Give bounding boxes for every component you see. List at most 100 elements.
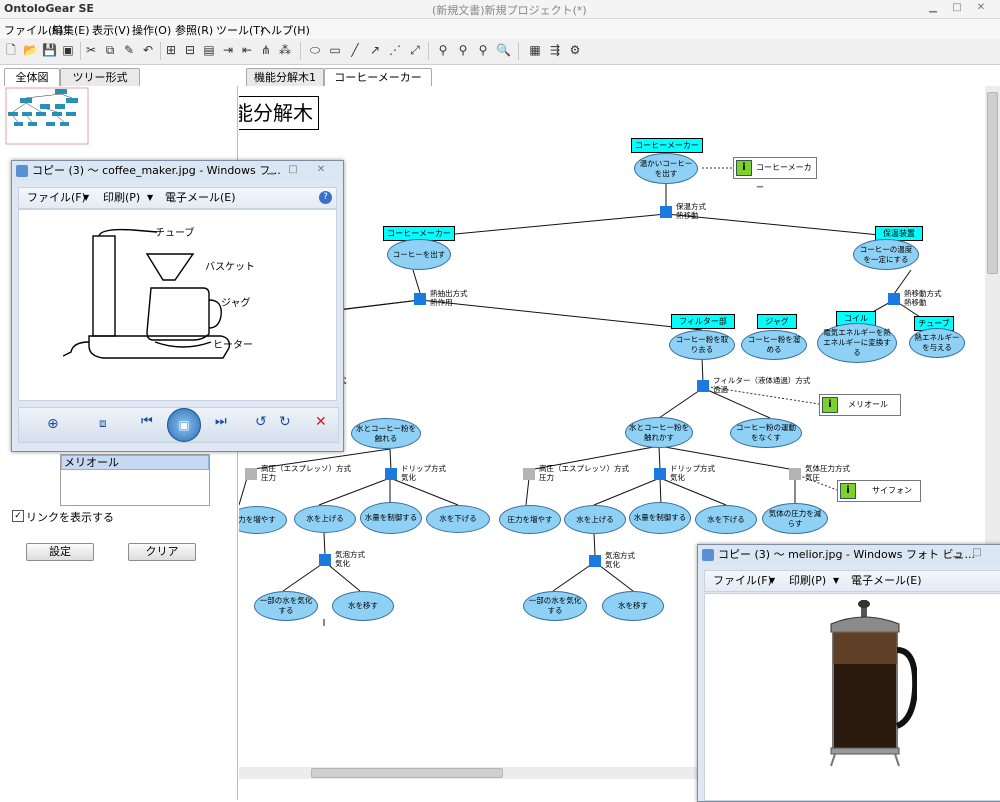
info-siphon[interactable]: i サイフォン <box>837 480 921 502</box>
menu-edit[interactable]: 編集(E) <box>52 24 90 37</box>
new-document-icon[interactable]: 🗋 <box>6 43 16 57</box>
function-keep-warm[interactable]: コーヒーの温度を一定にする <box>853 239 919 270</box>
find-icon[interactable]: ⚲ <box>458 43 468 57</box>
function-stop-powder[interactable]: コーヒー粉の運動をなくす <box>730 418 802 448</box>
rectangle-tool-icon[interactable]: ▭ <box>329 43 341 57</box>
settings-button[interactable]: 設定 <box>26 543 94 561</box>
function-raise-center[interactable]: 水を上げる <box>564 505 626 534</box>
menu-print[interactable]: 印刷(P) <box>103 191 141 204</box>
properties-icon[interactable]: ▦ <box>529 43 541 57</box>
rotate-right-icon[interactable]: ↻ <box>279 414 291 430</box>
way-bubble-center[interactable] <box>589 555 601 567</box>
line-tool-icon[interactable]: ╱ <box>351 43 359 57</box>
layout-indent-icon[interactable]: ⇥ <box>222 43 234 57</box>
scrollbar-thumb[interactable] <box>311 768 503 778</box>
connector-icon[interactable]: ⤢ <box>410 43 420 57</box>
category-filter[interactable]: フィルター部 <box>671 314 735 329</box>
layout-tree-icon[interactable]: ⊞ <box>165 43 177 57</box>
function-control-left[interactable]: 水量を制御する <box>360 502 422 534</box>
save-icon[interactable]: 💾 <box>42 43 57 57</box>
function-lower-center[interactable]: 水を下げる <box>695 505 757 534</box>
link-list[interactable]: メリオール <box>60 454 210 506</box>
export-icon[interactable]: ⇶ <box>549 43 561 57</box>
way-brew-method[interactable] <box>414 293 426 305</box>
list-item[interactable]: メリオール <box>61 455 209 470</box>
menu-file[interactable]: ファイル(F) <box>27 191 86 204</box>
way-drip-left[interactable] <box>385 468 397 480</box>
info-coffee-maker[interactable]: i コーヒーメーカー <box>733 157 817 192</box>
category-jug[interactable]: ジャグ <box>757 314 797 329</box>
menu-print[interactable]: 印刷(P) <box>789 574 827 587</box>
arrow-tool-icon[interactable]: ↗ <box>369 43 381 57</box>
way-heat-move[interactable] <box>888 293 900 305</box>
save-as-icon[interactable]: ▣ <box>62 43 74 57</box>
ellipse-tool-icon[interactable]: ⬭ <box>309 43 321 57</box>
category-root[interactable]: コーヒーメーカー <box>631 138 703 153</box>
layout-list-icon[interactable]: ▤ <box>203 43 215 57</box>
hierarchy-icon[interactable]: ⋔ <box>260 43 272 57</box>
way-keep-warm[interactable] <box>660 206 672 218</box>
function-gas-pressure[interactable]: 気体の圧力を減らす <box>762 503 828 534</box>
way-high-pressure-center[interactable] <box>523 468 535 480</box>
way-filter-method[interactable] <box>697 380 709 392</box>
open-folder-icon[interactable]: 📂 <box>23 43 38 57</box>
paste-icon[interactable]: ✎ <box>123 43 135 57</box>
menu-help[interactable]: ヘルプ(H) <box>260 24 310 37</box>
previous-icon[interactable]: ⏮ <box>141 414 153 429</box>
menu-tools[interactable]: ツール(T) <box>216 24 265 37</box>
function-take-powder[interactable]: コーヒー粉を取り去る <box>669 330 735 360</box>
minimize-icon[interactable]: ▁ <box>929 2 937 13</box>
dashed-line-icon[interactable]: ⋰ <box>389 43 401 57</box>
rotate-left-icon[interactable]: ↺ <box>255 414 267 430</box>
cut-icon[interactable]: ✂ <box>85 43 97 57</box>
way-bubble-left[interactable] <box>319 554 331 566</box>
minimize-icon[interactable]: ▁ <box>953 547 961 558</box>
overview-minimap[interactable] <box>0 86 90 146</box>
fit-window-icon[interactable]: ⧈ <box>99 416 107 430</box>
function-vaporize-left[interactable]: 一部の水を気化する <box>254 591 318 621</box>
function-pressure-left[interactable]: 力を増やす <box>239 506 287 534</box>
tab-function-tree-1[interactable]: 機能分解木1 <box>246 68 324 86</box>
search-person-icon[interactable]: ⚲ <box>438 43 448 57</box>
menu-email[interactable]: 電子メール(E) <box>165 191 236 204</box>
maximize-icon[interactable]: □ <box>952 2 962 13</box>
settings-icon[interactable]: ⚙ <box>569 43 581 57</box>
tab-coffee-maker[interactable]: コーヒーメーカー <box>324 68 432 86</box>
function-wet-center[interactable]: 水とコーヒー粉を触れかす <box>625 417 693 448</box>
function-lower-left[interactable]: 水を下げる <box>426 505 490 533</box>
tab-tree-view[interactable]: ツリー形式 <box>60 68 140 86</box>
help-icon[interactable]: ? <box>319 191 332 204</box>
menu-operation[interactable]: 操作(O) <box>132 24 172 37</box>
function-store-powder[interactable]: コーヒー粉を溜める <box>741 330 807 360</box>
menu-file[interactable]: ファイル(F) <box>4 24 63 37</box>
way-drip-center[interactable] <box>654 468 666 480</box>
function-vaporize-center[interactable]: 一部の水を気化する <box>523 591 587 621</box>
cluster-icon[interactable]: ⁂ <box>279 43 291 57</box>
show-links-checkbox[interactable]: ✓ <box>12 510 24 522</box>
magnifier-icon[interactable]: 🔍 <box>496 43 511 57</box>
menu-reference[interactable]: 参照(R) <box>175 24 214 37</box>
minimize-icon[interactable]: ▁ <box>267 164 275 175</box>
function-root[interactable]: 温かいコーヒーを出す <box>634 153 698 184</box>
menu-view[interactable]: 表示(V) <box>92 24 131 37</box>
tab-overview[interactable]: 全体図 <box>4 68 60 86</box>
function-pressure-center[interactable]: 圧力を増やす <box>499 505 561 534</box>
scrollbar-thumb[interactable] <box>987 92 998 274</box>
photo-viewer-coffee-maker[interactable]: コピー (3) ～ coffee_maker.jpg - Windows フ..… <box>11 160 344 452</box>
function-heat-convert[interactable]: 電気エネルギーを熱エネルギーに変換する <box>817 323 897 363</box>
function-move-left[interactable]: 水を移す <box>332 591 394 621</box>
function-wet-left[interactable]: 水とコーヒー粉を触れる <box>351 418 421 449</box>
delete-icon[interactable]: ✕ <box>315 414 327 430</box>
function-apply-heat[interactable]: 熱エネルギーを与える <box>909 328 965 358</box>
find-next-icon[interactable]: ⚲ <box>478 43 488 57</box>
info-melior[interactable]: i メリオール <box>819 394 901 416</box>
close-icon[interactable]: ✕ <box>976 2 986 13</box>
copy-icon[interactable]: ⧉ <box>105 43 115 57</box>
photo-viewer-melior[interactable]: コピー (3) ～ melior.jpg - Windows フォト ビュ...… <box>697 544 1000 802</box>
menu-email[interactable]: 電子メール(E) <box>851 574 922 587</box>
layout-horizontal-icon[interactable]: ⊟ <box>184 43 196 57</box>
way-high-pressure-left[interactable] <box>245 468 257 480</box>
close-icon[interactable]: ✕ <box>316 164 326 175</box>
function-brew[interactable]: コーヒーを出す <box>387 239 451 270</box>
function-raise-left[interactable]: 水を上げる <box>294 505 356 533</box>
